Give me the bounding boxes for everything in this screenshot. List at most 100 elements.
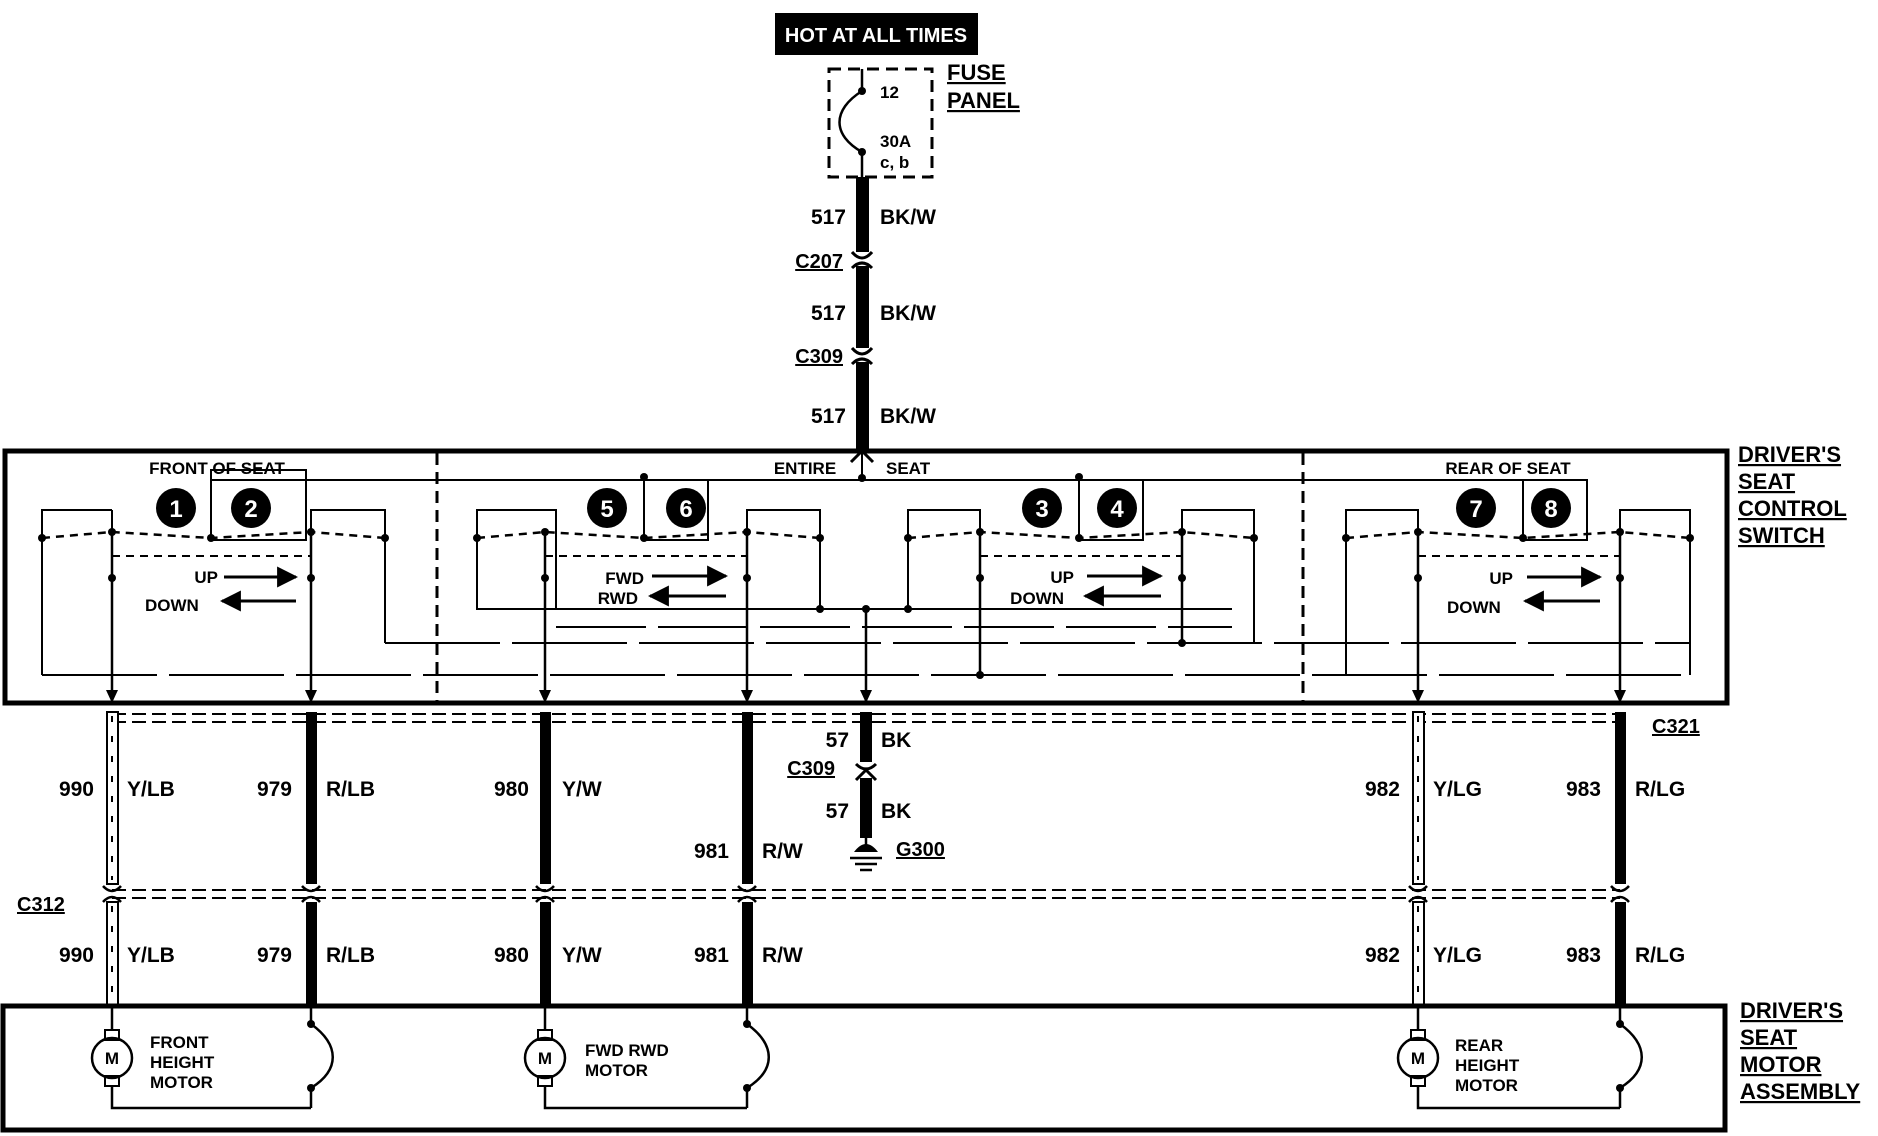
harness-upper-983-circuit: 983: [1566, 778, 1601, 801]
ground-circuit-lower: 57: [826, 800, 849, 823]
ground-point-g300: G300: [896, 839, 945, 861]
svg-text:HOT AT ALL TIMES: HOT AT ALL TIMES: [785, 25, 967, 47]
harness-upper-979-color: R/LB: [326, 778, 375, 801]
harness-lower-981-color: R/W: [762, 944, 803, 967]
svg-text:7: 7: [1469, 496, 1482, 523]
switch-entire-seat: [904, 479, 1258, 679]
harness-wire-980: [535, 712, 555, 1006]
harness-lower-980-color: Y/W: [562, 944, 602, 967]
front-motor-symbol: M: [105, 1049, 119, 1068]
rear-of-seat-label: REAR OF SEAT: [1445, 459, 1571, 478]
svg-text:6: 6: [679, 496, 692, 523]
rear-motor-label-1: REAR: [1455, 1036, 1503, 1055]
fuse-element-icon: [838, 89, 863, 154]
harness-upper-980-color: Y/W: [562, 778, 602, 801]
hot-at-all-times-banner: HOT AT ALL TIMES: [775, 13, 978, 55]
harness-lower-983-color: R/LG: [1635, 944, 1685, 967]
harness-lower-982-circuit: 982: [1365, 944, 1400, 967]
switch-title-2: SEAT: [1738, 469, 1796, 494]
svg-text:2: 2: [244, 496, 257, 523]
harness-wire-983: [1610, 712, 1630, 1006]
front-motor-label-1: FRONT: [150, 1033, 209, 1052]
connector-c312: C312: [17, 894, 65, 916]
entire-label: ENTIRE: [774, 459, 836, 478]
front-motor-label-3: MOTOR: [150, 1073, 213, 1092]
harness-lower-980-circuit: 980: [494, 944, 529, 967]
harness-upper-979-circuit: 979: [257, 778, 292, 801]
connector-c321: C321: [1652, 716, 1700, 738]
rwd-label: RWD: [598, 589, 638, 608]
ground-color-upper: BK: [881, 729, 911, 752]
fuse-notes: c, b: [880, 153, 909, 172]
fuse-panel-label-1: FUSE: [947, 60, 1006, 85]
front-down-label: DOWN: [145, 596, 199, 615]
contact-badge-1: 1: [156, 488, 196, 528]
fuse-panel: 12 30A c, b FUSE PANEL: [827, 60, 1020, 179]
fwd-motor-label-1: FWD RWD: [585, 1041, 669, 1060]
motor-icon: [523, 1036, 567, 1080]
switch-fwd-rwd: [473, 479, 872, 703]
contact-badge-4: 4: [1097, 488, 1137, 528]
harness-lower-982-color: Y/LG: [1433, 944, 1482, 967]
rear-up-label: UP: [1489, 569, 1513, 588]
feed-wire-1-color: BK/W: [880, 206, 936, 229]
fwd-motor-symbol: M: [538, 1049, 552, 1068]
harness-lower-983-circuit: 983: [1566, 944, 1601, 967]
contact-badge-3: 3: [1022, 488, 1062, 528]
contact-badge-2: 2: [231, 488, 271, 528]
harness-wire-979: [301, 712, 321, 1006]
contact-badge-6: 6: [666, 488, 706, 528]
harness-lower-979-color: R/LB: [326, 944, 375, 967]
connector-c207: C207: [795, 251, 843, 273]
motor-assembly-title-2: SEAT: [1740, 1025, 1798, 1050]
motor-assembly-title-3: MOTOR: [1740, 1052, 1822, 1077]
svg-text:3: 3: [1035, 496, 1048, 523]
fwd-motor-label-2: MOTOR: [585, 1061, 648, 1080]
svg-text:8: 8: [1544, 496, 1557, 523]
entire-up-label: UP: [1050, 568, 1074, 587]
contact-badge-8: 8: [1531, 488, 1571, 528]
feed-wire-2-color: BK/W: [880, 302, 936, 325]
harness-lower-979-circuit: 979: [257, 944, 292, 967]
harness-wire-982: [1408, 711, 1428, 1007]
harness-upper-983-color: R/LG: [1635, 778, 1685, 801]
front-height-motor: [90, 1006, 334, 1110]
harness-upper-981-color: R/W: [762, 840, 803, 863]
rear-motor-label-2: HEIGHT: [1455, 1056, 1520, 1075]
feed-wire-1-circuit: 517: [811, 206, 846, 229]
connector-c309-top: C309: [795, 346, 843, 368]
front-motor-label-2: HEIGHT: [150, 1053, 215, 1072]
feed-wire-2-circuit: 517: [811, 302, 846, 325]
contact-badge-7: 7: [1456, 488, 1496, 528]
front-up-label: UP: [194, 568, 218, 587]
harness-wire-990: [102, 711, 122, 1007]
fwd-label: FWD: [605, 569, 644, 588]
svg-text:4: 4: [1110, 496, 1124, 523]
ground-wire: [850, 712, 882, 872]
motor-icon: [1396, 1036, 1440, 1080]
switch-title-4: SWITCH: [1738, 523, 1825, 548]
seat-label: SEAT: [886, 459, 931, 478]
rear-down-label: DOWN: [1447, 598, 1501, 617]
fuse-rating: 30A: [880, 132, 911, 151]
seat-motor-assembly: [0, 1003, 1728, 1133]
harness-upper-982-circuit: 982: [1365, 778, 1400, 801]
harness-upper-981-circuit: 981: [694, 840, 729, 863]
harness-upper-990-color: Y/LB: [127, 778, 175, 801]
harness-lower-990-circuit: 990: [59, 944, 94, 967]
switch-front-of-seat: [38, 469, 389, 703]
harness-upper-980-circuit: 980: [494, 778, 529, 801]
entire-down-label: DOWN: [1010, 589, 1064, 608]
connector-c309-bottom: C309: [787, 758, 835, 780]
switch-title-1: DRIVER'S: [1738, 442, 1841, 467]
motor-assembly-title-1: DRIVER'S: [1740, 998, 1843, 1023]
feed-wire-3-color: BK/W: [880, 405, 936, 428]
switch-rear-of-seat: [1342, 479, 1694, 703]
contact-badge-5: 5: [587, 488, 627, 528]
motor-assembly-title-4: ASSEMBLY: [1740, 1079, 1861, 1104]
rear-height-motor: [1396, 1006, 1643, 1110]
harness-upper-982-color: Y/LG: [1433, 778, 1482, 801]
svg-text:5: 5: [600, 496, 613, 523]
fuse-number: 12: [880, 83, 899, 102]
